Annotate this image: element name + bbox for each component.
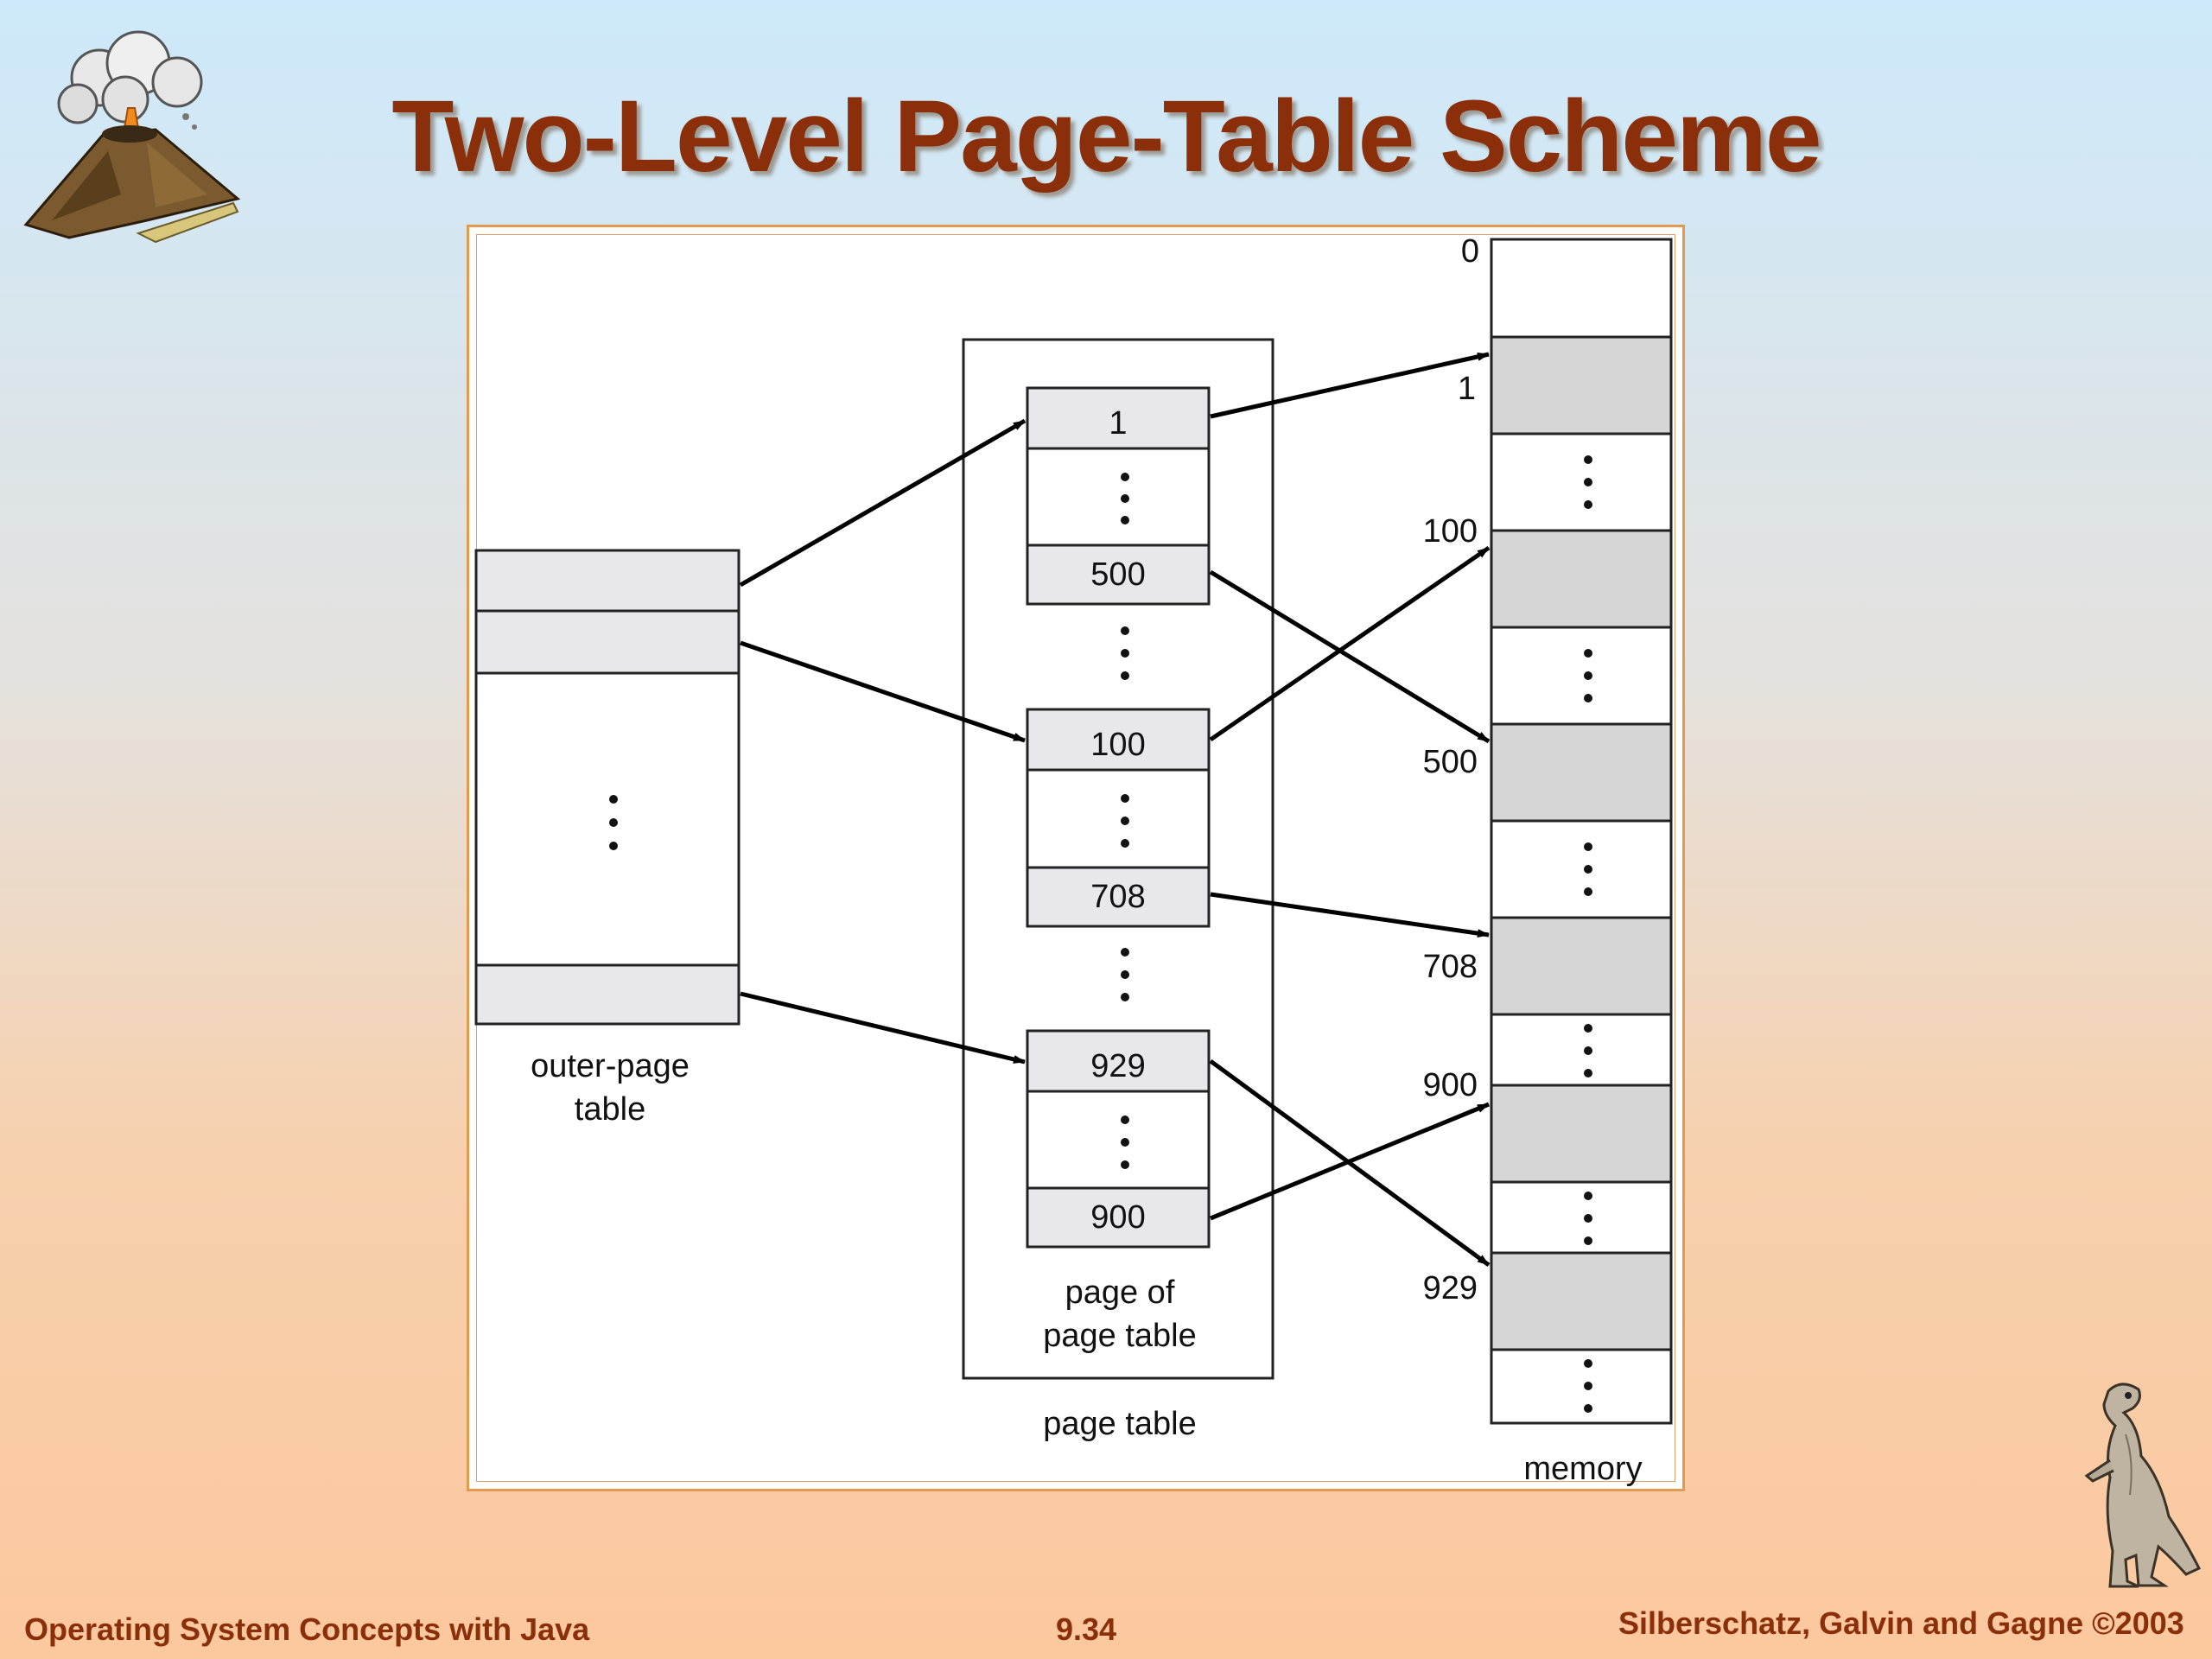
- footer-right: Silberschatz, Galvin and Gagne ©2003: [1618, 1605, 2184, 1641]
- memory-marker: 1: [1458, 371, 1476, 407]
- memory-marker: 0: [1461, 233, 1479, 270]
- arrow: [1209, 545, 1491, 742]
- arrow: [739, 418, 1027, 588]
- arrow: [1210, 352, 1490, 419]
- arrow: [1210, 1102, 1490, 1221]
- page-table-container: [962, 338, 1274, 1380]
- footer-left: Operating System Concepts with Java: [24, 1611, 590, 1647]
- outer-page-entry: [474, 549, 741, 613]
- page-entry-label: 900: [1090, 1199, 1145, 1236]
- slide-title: Two-Level Page-Table Scheme: [391, 79, 1821, 194]
- memory-marker: 500: [1423, 744, 1478, 780]
- page-entry: [1026, 386, 1211, 450]
- outer-page-entry: [474, 609, 741, 675]
- outer-page-table-label-line2: table: [575, 1091, 645, 1128]
- ellipsis-icon: [1584, 455, 1592, 1413]
- page-table-label: page table: [1043, 1406, 1197, 1442]
- page-of-page-table-label-line1: page of: [1065, 1274, 1175, 1311]
- arrow: [1209, 569, 1491, 744]
- volcano-icon: [17, 22, 242, 246]
- arrow: [740, 640, 1026, 743]
- memory-frame: [1490, 916, 1673, 1016]
- page-entry-label: 1: [1109, 405, 1127, 442]
- ellipsis-icon: [609, 795, 618, 850]
- outer-page-entry: [474, 963, 741, 1026]
- arrows: [739, 352, 1491, 1268]
- page-entry-label: 708: [1090, 879, 1145, 915]
- memory-label: memory: [1523, 1451, 1642, 1487]
- page-entry: [1026, 708, 1211, 772]
- page-of-page-table: [1026, 386, 1211, 1249]
- memory-frame: [1490, 1084, 1673, 1184]
- memory-marker: 708: [1423, 949, 1478, 985]
- ellipsis-icon: [1121, 473, 1129, 1169]
- page-entry-label: 929: [1090, 1048, 1145, 1084]
- outer-page-table: [474, 549, 741, 1026]
- arrow: [1210, 892, 1490, 938]
- outer-page-table-label-line1: outer-page: [531, 1048, 690, 1084]
- page-of-page-table-label-line2: page table: [1043, 1318, 1197, 1354]
- memory-frame: [1490, 1251, 1673, 1351]
- page-entry-label: 500: [1090, 556, 1145, 593]
- page-entry: [1026, 543, 1211, 606]
- memory-marker: 100: [1423, 513, 1478, 550]
- memory-column: [1490, 238, 1673, 1425]
- memory-marker: 900: [1423, 1067, 1478, 1103]
- page-entry: [1026, 1029, 1211, 1093]
- memory-frame: [1490, 335, 1673, 435]
- memory-frame: [1490, 722, 1673, 823]
- page-entry: [1026, 866, 1211, 928]
- dinosaur-icon: [2056, 1374, 2203, 1590]
- memory-frame: [1490, 529, 1673, 629]
- memory-marker: 929: [1423, 1270, 1478, 1306]
- page-entry: [1026, 1186, 1211, 1249]
- page-entry-label: 100: [1090, 727, 1145, 763]
- footer-page-number: 9.34: [1056, 1611, 1117, 1647]
- arrow: [740, 991, 1026, 1065]
